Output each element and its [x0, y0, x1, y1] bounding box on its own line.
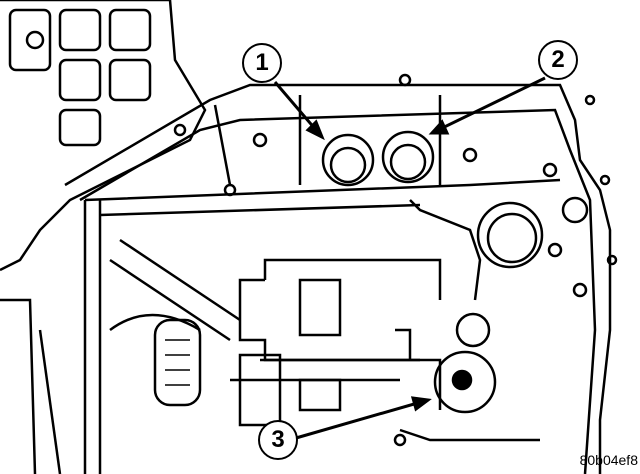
bores	[252, 130, 544, 414]
case-casting	[0, 0, 207, 474]
callout-2: 2	[538, 40, 578, 80]
callout-3: 3	[258, 420, 298, 460]
valve-body-outline	[64, 73, 618, 474]
solenoid-assembly	[109, 199, 540, 442]
arrowhead-2	[428, 119, 450, 135]
leader-lines	[273, 76, 546, 440]
leader-line-2	[431, 76, 546, 135]
leader-line-3	[295, 398, 429, 440]
figure-id: 80b04ef8	[579, 452, 638, 468]
arrowhead-1	[305, 119, 325, 141]
callout-1: 1	[242, 43, 282, 83]
arrowhead-3	[410, 396, 432, 412]
